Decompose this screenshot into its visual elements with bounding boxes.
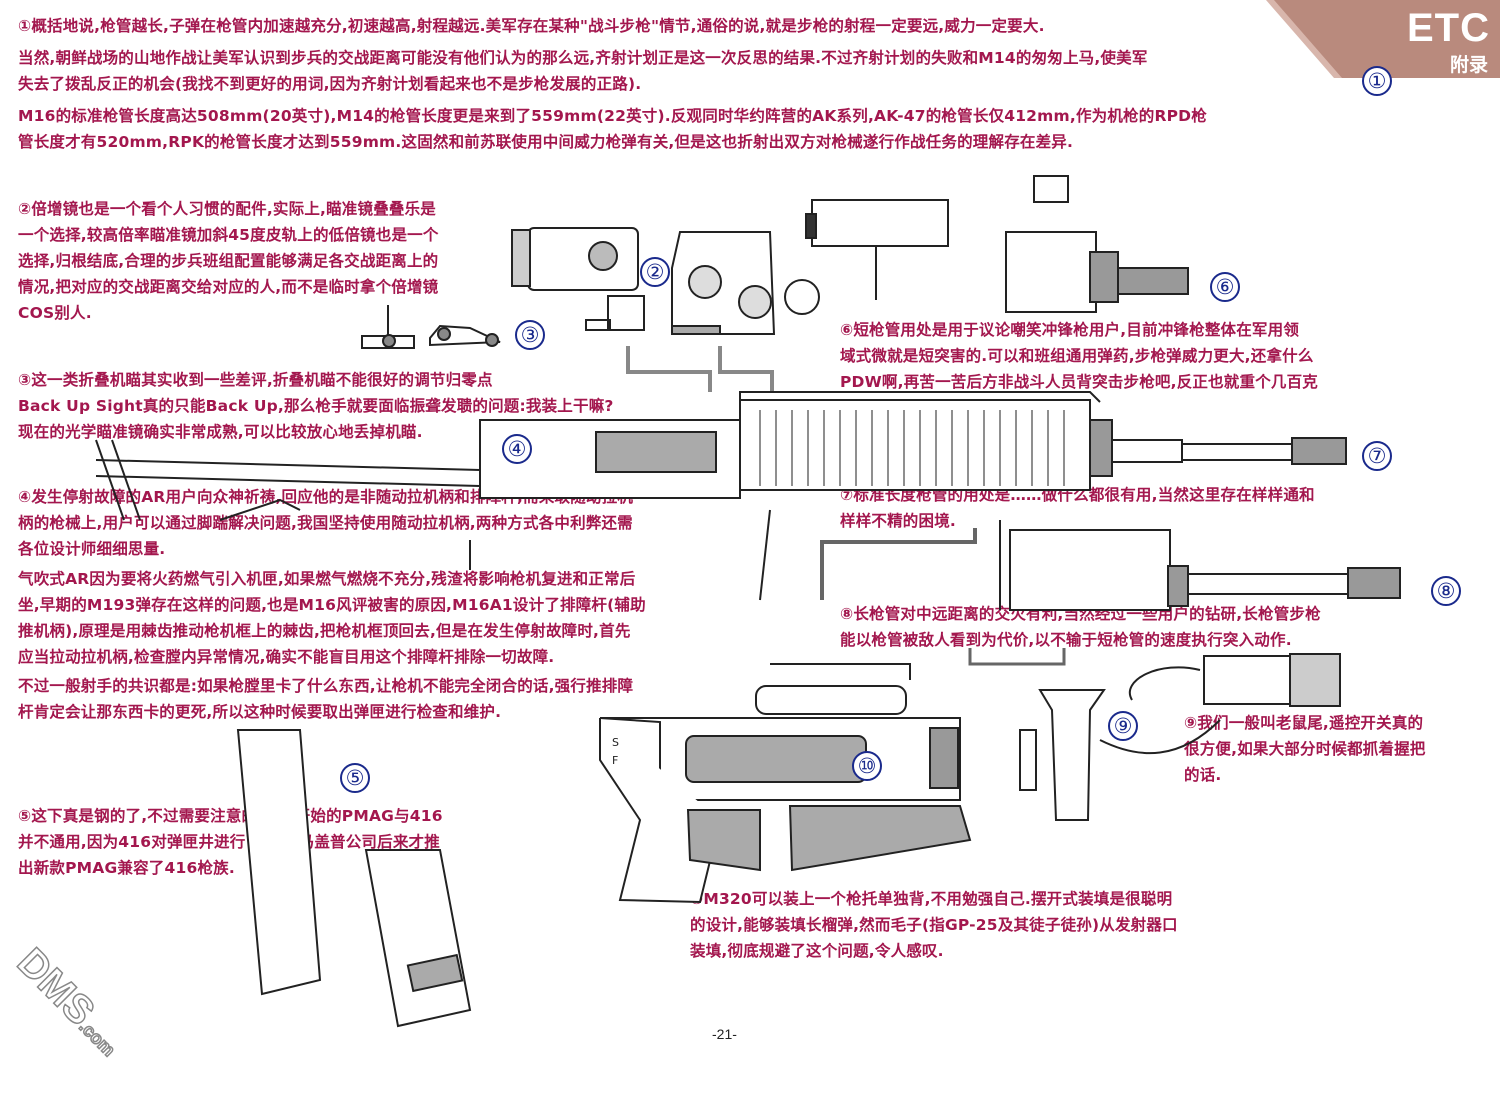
text-line: ③这一类折叠机瞄其实收到一些差评,折叠机瞄不能很好的调节归零点 xyxy=(18,371,493,389)
text-line: 情况,把对应的交战距离交给对应的人,而不是临时拿个倍增镜 xyxy=(18,278,439,296)
text-line: 很方便,如果大部分时候都抓着握把 xyxy=(1184,740,1426,758)
badge-shape xyxy=(1266,0,1500,78)
text-line: 域式微就是短突害的.可以和班组通用弹药,步枪弹威力更大,还拿什么 xyxy=(840,347,1314,365)
holographic-sight-drawing xyxy=(671,231,820,335)
section-1-text: ①概括地说,枪管越长,子弹在枪管内加速越充分,初速越高,射程越远.美军存在某种"… xyxy=(18,13,1207,155)
text-line: 选择,归根结底,合理的步兵班组配置能够满足各交战距离上的 xyxy=(18,252,439,270)
vertical-grip-and-light-drawing xyxy=(1019,653,1341,821)
badge-subtitle: 附录 xyxy=(1449,54,1488,76)
text-line: 不过一般射手的共识都是:如果枪膛里卡了什么东西,让枪机不能完全闭合的话,强行推排… xyxy=(18,677,634,695)
callout-number-8: ⑧ xyxy=(1431,576,1461,606)
lower-receiver-drawing xyxy=(95,439,771,601)
callout-number-4: ④ xyxy=(502,434,532,464)
text-line: ①概括地说,枪管越长,子弹在枪管内加速越充分,初速越高,射程越远.美军存在某种"… xyxy=(18,17,1045,35)
text-line: 管长度才有520mm,RPK的枪管长度才达到559mm.这固然和前苏联使用中间威… xyxy=(18,133,1074,151)
text-line: 的设计,能够装填长榴弹,然而毛子(指GP-25及其徒子徒孙)从发射器口 xyxy=(690,916,1178,934)
section-4-text: ④发生停射故障的AR用户向众神祈祷,回应他的是非随动拉机柄和排障杆,而采取随动拉… xyxy=(18,484,633,562)
section-4c-text: 不过一般射手的共识都是:如果枪膛里卡了什么东西,让枪机不能完全闭合的话,强行推排… xyxy=(18,673,633,725)
callout-number-2: ② xyxy=(640,257,670,287)
text-line: 各位设计师细细思量. xyxy=(18,540,166,558)
text-line: 出新款PMAG兼容了416枪族. xyxy=(18,859,235,877)
section-3-text: ③这一类折叠机瞄其实收到一些差评,折叠机瞄不能很好的调节归零点 Back Up … xyxy=(18,367,614,445)
selector-safe-label: S xyxy=(612,736,619,749)
text-line: 气吹式AR因为要将火药燃气引入机匣,如果燃气燃烧不充分,残渣将影响枪机复进和正常… xyxy=(18,570,636,588)
section-2-text: ②倍增镜也是一个看个人习惯的配件,实际上,瞄准镜叠叠乐是 一个选择,较高倍率瞄准… xyxy=(18,196,439,326)
text-line: 柄的枪械上,用户可以通过脚踹解决问题,我国坚持使用随动拉机柄,两种方式各中利弊还… xyxy=(18,514,633,532)
callout-number-7: ⑦ xyxy=(1362,441,1392,471)
rifle-upper-receiver-drawing xyxy=(95,391,1347,499)
text-line: ②倍增镜也是一个看个人习惯的配件,实际上,瞄准镜叠叠乐是 xyxy=(18,200,437,218)
text-line: 推机柄),原理是用棘齿推动枪机框上的棘齿,把枪机框顶回去,但是在发生停射故障时,… xyxy=(18,622,631,640)
text-line: ⑥短枪管用处是用于议论嘲笑冲锋枪用户,目前冲锋枪整体在军用领 xyxy=(840,321,1300,339)
section-5-text: ⑤这下真是钢的了,不过需要注意的是,最开始的PMAG与416 并不通用,因为41… xyxy=(18,803,443,881)
text-line: 并不通用,因为416对弹匣井进行了修改,马盖普公司后来才推 xyxy=(18,833,440,851)
laser-module-drawing xyxy=(805,199,949,300)
text-line: ⑧长枪管对中远距离的交火有利,当然经过一些用户的钻研,长枪管步枪 xyxy=(840,605,1321,623)
badge-title: ETC xyxy=(1407,6,1490,50)
text-line: ⑩M320可以装上一个枪托单独背,不用勉强自己.摆开式装填是很聪明 xyxy=(690,890,1173,908)
text-line: PDW啊,再苦一苦后方非战斗人员背突击步枪吧,反正也就重个几百克 xyxy=(840,373,1319,391)
text-line: Back Up Sight真的只能Back Up,那么枪手就要面临振聋发聩的问题… xyxy=(18,397,614,415)
m320-grenade-launcher-drawing xyxy=(599,663,972,904)
text-line: 现在的光学瞄准镜确实非常成熟,可以比较放心地丢掉机瞄. xyxy=(18,423,423,441)
text-line: 装填,彻底规避了这个问题,令人感叹. xyxy=(690,942,944,960)
text-line: COS别人. xyxy=(18,304,92,322)
section-8-text: ⑧长枪管对中远距离的交火有利,当然经过一些用户的钻研,长枪管步枪 能以枪管被敌人… xyxy=(840,601,1321,653)
text-line: 应当拉动拉机柄,检查膛内异常情况,确实不能盲目用这个排障杆排除一切故障. xyxy=(18,648,555,666)
section-9-text: ⑨我们一般叫老鼠尾,遥控开关真的 很方便,如果大部分时候都抓着握把 的话. xyxy=(1184,710,1426,788)
callout-number-6: ⑥ xyxy=(1210,272,1240,302)
short-barrel-drawing xyxy=(1005,175,1189,313)
rifle-illustration: S F xyxy=(95,175,1401,1028)
callout-number-1: ① xyxy=(1362,66,1392,96)
text-line: 杆肯定会让那东西卡的更死,所以这种时候要取出弹匣进行检查和维护. xyxy=(18,703,502,721)
text-line: 坐,早期的M193弹存在这样的问题,也是M16风评被害的原因,M16A1设计了排… xyxy=(18,596,646,614)
long-barrel-drawing xyxy=(999,520,1401,611)
selector-fire-label: F xyxy=(612,754,618,767)
text-line: 样样不精的困境. xyxy=(840,512,956,530)
magazines-drawing xyxy=(236,729,472,1028)
text-line: 当然,朝鲜战场的山地作战让美军认识到步兵的交战距离可能没有他们认为的那么远,齐射… xyxy=(18,49,1148,67)
callout-number-3: ③ xyxy=(515,320,545,350)
magnifier-optic-drawing xyxy=(511,227,645,331)
text-line: ⑨我们一般叫老鼠尾,遥控开关真的 xyxy=(1184,714,1424,732)
section-4b-text: 气吹式AR因为要将火药燃气引入机匣,如果燃气燃烧不充分,残渣将影响枪机复进和正常… xyxy=(18,566,646,670)
page-number: -21- xyxy=(712,1026,737,1042)
watermark-suffix: .com xyxy=(75,1016,120,1061)
callout-number-10: ⑩ xyxy=(852,751,882,781)
text-line: 一个选择,较高倍率瞄准镜加斜45度皮轨上的低倍镜也是一个 xyxy=(18,226,439,244)
callout-number-5: ⑤ xyxy=(340,763,370,793)
text-line: 能以枪管被敌人看到为代价,以不输于短枪管的速度执行突入动作. xyxy=(840,631,1292,649)
text-line: ⑤这下真是钢的了,不过需要注意的是,最开始的PMAG与416 xyxy=(18,807,443,825)
etc-appendix-badge: ETC 附录 xyxy=(1210,0,1500,80)
flip-backup-sights-drawing xyxy=(361,305,501,349)
text-line: 的话. xyxy=(1184,766,1222,784)
text-line: 失去了拨乱反正的机会(我找不到更好的用词,因为齐射计划看起来也不是步枪发展的正路… xyxy=(18,75,642,93)
section-10-text: ⑩M320可以装上一个枪托单独背,不用勉强自己.摆开式装填是很聪明 的设计,能够… xyxy=(690,886,1178,964)
callout-number-9: ⑨ xyxy=(1108,711,1138,741)
text-line: M16的标准枪管长度高达508mm(20英寸),M14的枪管长度更是来到了559… xyxy=(18,107,1207,125)
